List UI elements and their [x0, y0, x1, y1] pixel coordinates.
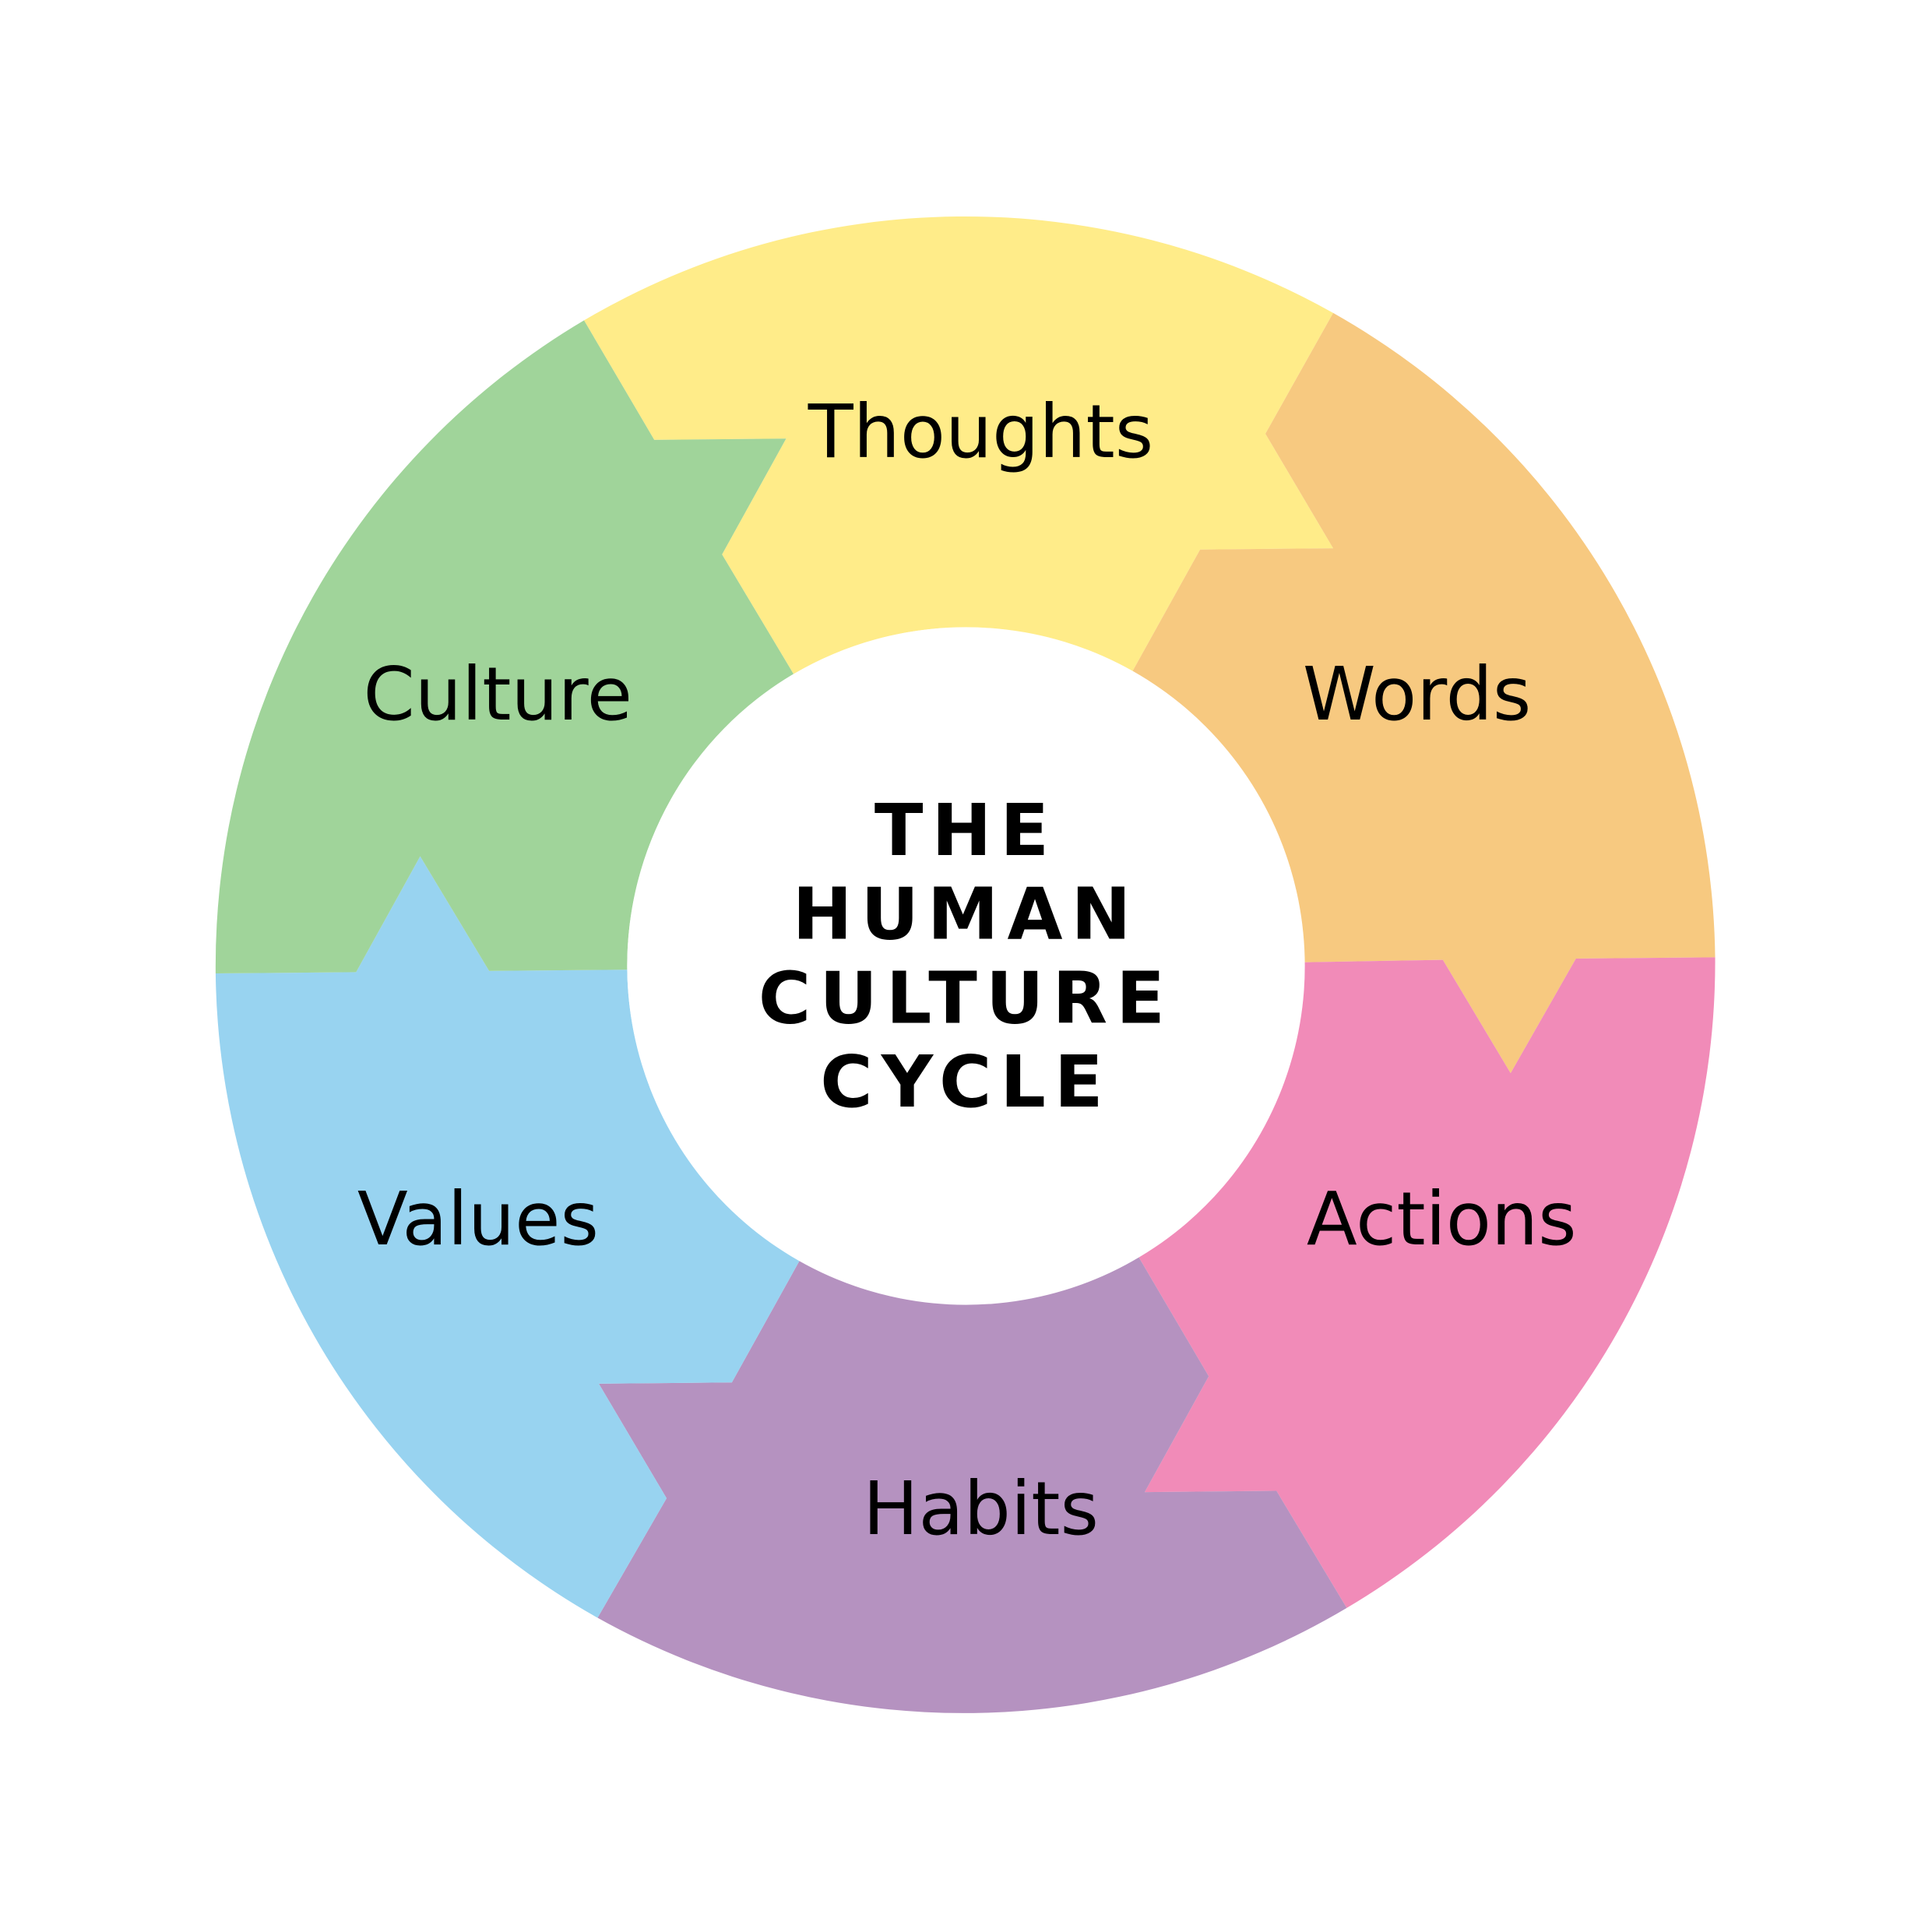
- label-thoughts: Thoughts: [808, 389, 1153, 475]
- title-line-3: CULTURE: [758, 956, 1174, 1040]
- segment-thoughts: [583, 216, 1334, 674]
- segment-culture: [215, 320, 794, 973]
- title-line-1: THE: [875, 789, 1057, 872]
- segment-words: [1132, 312, 1716, 1074]
- label-actions: Actions: [1307, 1177, 1577, 1262]
- title-line-2: HUMAN: [793, 873, 1140, 956]
- label-words: Words: [1303, 652, 1531, 737]
- label-culture: Culture: [363, 652, 632, 737]
- title-line-4: CYCLE: [820, 1040, 1111, 1124]
- center-circle: [627, 627, 1305, 1305]
- segment-habits: [597, 1256, 1347, 1713]
- segment-values: [215, 856, 800, 1618]
- label-values: Values: [357, 1177, 599, 1262]
- label-habits: Habits: [863, 1466, 1099, 1552]
- segment-actions: [1138, 957, 1716, 1608]
